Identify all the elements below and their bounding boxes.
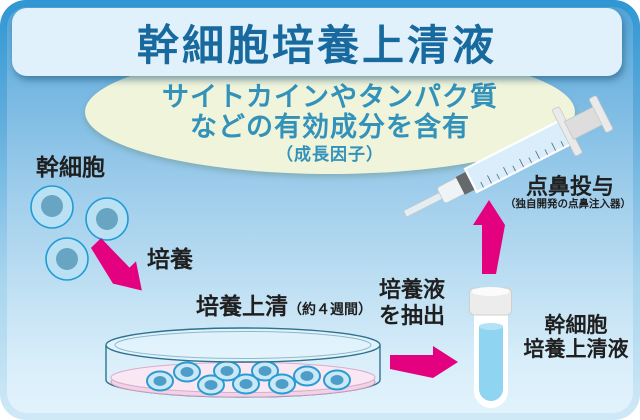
info-ellipse-text: サイトカインやタンパク質 などの有効成分を含有 （成長因子） — [85, 82, 575, 166]
extract-label: 培養液 を抽出 — [379, 278, 445, 330]
product-label: 幹細胞 培養上清液 — [512, 313, 640, 361]
arrow-culture — [90, 238, 142, 291]
arrow-to-syringe — [473, 200, 505, 274]
syringe-graduations — [480, 141, 565, 188]
product-label-line-2: 培養上清液 — [523, 337, 629, 361]
arrow-extract — [390, 346, 458, 378]
stem-cell-label: 幹細胞 — [36, 155, 105, 181]
petri-dish-illustration — [105, 327, 381, 398]
supernatant-label: 培養上清（約４週間） — [196, 287, 372, 321]
extract-label-line-1: 培養液 — [379, 278, 446, 303]
culture-label: 培養 — [147, 247, 193, 273]
bubble-line-1: サイトカインやタンパク質 — [162, 82, 498, 113]
bubble-line-2: などの有効成分を含有 — [190, 112, 470, 143]
syringe-icon — [402, 95, 613, 218]
supernatant-duration-note: （約４週間） — [288, 302, 372, 318]
page-title: 幹細胞培養上清液 — [136, 20, 497, 70]
dish-cells — [146, 360, 351, 396]
extract-label-line-2: を抽出 — [379, 304, 446, 329]
bubble-line-3: （成長因子） — [276, 145, 384, 165]
nasal-device-note: （独自開発の点鼻注入器） — [505, 198, 631, 210]
stem-cells-illustration — [30, 185, 129, 281]
supernatant-label-main: 培養上清 — [196, 294, 288, 320]
vial-illustration — [469, 287, 512, 408]
nasal-administration-label: 点鼻投与 — [526, 175, 615, 200]
title-banner: 幹細胞培養上清液 — [12, 8, 622, 76]
product-label-line-1: 幹細胞 — [544, 313, 608, 337]
